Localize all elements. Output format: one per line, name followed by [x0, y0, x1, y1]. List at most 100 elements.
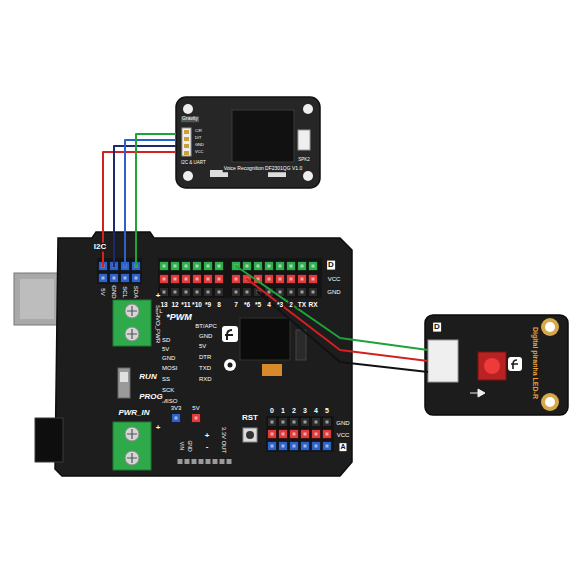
logo	[222, 326, 238, 342]
i2c-pin	[113, 265, 116, 268]
header-pin	[218, 265, 221, 268]
wire-end	[234, 264, 237, 267]
analog-pin	[323, 430, 332, 439]
pin-name: SS	[161, 376, 171, 383]
polarity-mark: +	[155, 292, 162, 301]
power-pin	[192, 414, 201, 423]
header-pin	[163, 278, 166, 281]
header-pin	[218, 278, 221, 281]
pin-name: GND	[335, 420, 350, 427]
analog-pin	[315, 445, 318, 448]
analog-pin	[315, 421, 318, 424]
pin-name: GND	[186, 439, 192, 452]
header-pin	[185, 265, 188, 268]
pin-name: 3.3V OUT	[221, 426, 228, 455]
wire	[258, 292, 428, 372]
mount-hole	[303, 104, 313, 114]
led-name: L	[158, 308, 163, 315]
header-pin	[290, 265, 293, 268]
header-pin	[276, 275, 285, 284]
pin-number: *10	[191, 301, 203, 308]
header-pin	[185, 291, 188, 294]
mount-hole	[303, 171, 313, 181]
small-pin	[206, 459, 211, 464]
header-pin	[279, 291, 282, 294]
pin-number: 4	[313, 407, 319, 415]
header-pin	[265, 275, 274, 284]
analog-pin	[268, 442, 277, 451]
header-pin	[185, 278, 188, 281]
header-pin	[207, 265, 210, 268]
controller-board	[55, 232, 352, 476]
header-pin	[196, 278, 199, 281]
header-name: D	[327, 261, 335, 270]
i2c-pin	[102, 277, 105, 280]
pin-number: TX	[297, 301, 307, 308]
analog-pin	[301, 442, 310, 451]
logo	[511, 360, 518, 369]
small-pin	[220, 459, 225, 464]
terminal-block	[113, 422, 151, 470]
i2c-pin	[124, 265, 127, 268]
header-pin	[207, 278, 210, 281]
switch-name: PROG	[138, 393, 164, 402]
wire-end	[101, 264, 104, 267]
analog-pin	[312, 430, 321, 439]
reset-button	[246, 431, 254, 439]
i2c-pin	[135, 277, 138, 280]
header-pin	[290, 291, 293, 294]
pwm-note: *PWM	[165, 313, 193, 323]
pin-name: SD	[161, 337, 171, 344]
header-pin	[171, 262, 180, 271]
analog-pin	[279, 430, 288, 439]
pin-name: TXD	[198, 365, 212, 372]
mount-hole	[541, 393, 559, 411]
header-pin	[218, 291, 221, 294]
chip	[240, 318, 290, 360]
pin-number: *5	[254, 301, 262, 308]
analog-pin	[293, 445, 296, 448]
pin-header	[182, 128, 191, 156]
header-pin	[309, 275, 318, 284]
small-pin	[185, 459, 190, 464]
analog-pin	[301, 430, 310, 439]
analog-pin	[312, 442, 321, 451]
i2c-pin	[110, 274, 119, 283]
pin-name: RXD	[198, 376, 213, 383]
analog-pin	[282, 445, 285, 448]
wire-end	[123, 264, 126, 267]
header-strip	[266, 416, 334, 452]
pin-number: *9	[204, 301, 212, 308]
header-pin	[193, 288, 202, 297]
speaker	[232, 110, 294, 162]
analog-pin	[279, 418, 288, 427]
header-pin	[309, 262, 318, 271]
header-pin	[265, 262, 274, 271]
header-pin	[182, 288, 191, 297]
header-pin	[246, 278, 249, 281]
wire-end	[112, 264, 115, 267]
header-pin	[207, 291, 210, 294]
logo	[225, 330, 233, 340]
header-pin	[171, 288, 180, 297]
header-pin	[174, 278, 177, 281]
small-pin	[178, 459, 183, 464]
usb-port	[20, 279, 54, 319]
header-pin	[279, 278, 282, 281]
wire-end	[245, 277, 248, 280]
header-pin	[246, 291, 249, 294]
header-pin	[243, 288, 252, 297]
header-name: BT/APC	[194, 323, 218, 330]
pin-number: 2	[291, 407, 297, 415]
analog-pin	[282, 433, 285, 436]
header-pin	[287, 262, 296, 271]
header-pin	[246, 265, 249, 268]
header-pin	[204, 262, 213, 271]
pin-number: 5	[324, 407, 330, 415]
header-pin	[174, 265, 177, 268]
screw	[127, 429, 137, 463]
i2c-pin	[121, 274, 130, 283]
i2c-pin	[102, 265, 105, 268]
